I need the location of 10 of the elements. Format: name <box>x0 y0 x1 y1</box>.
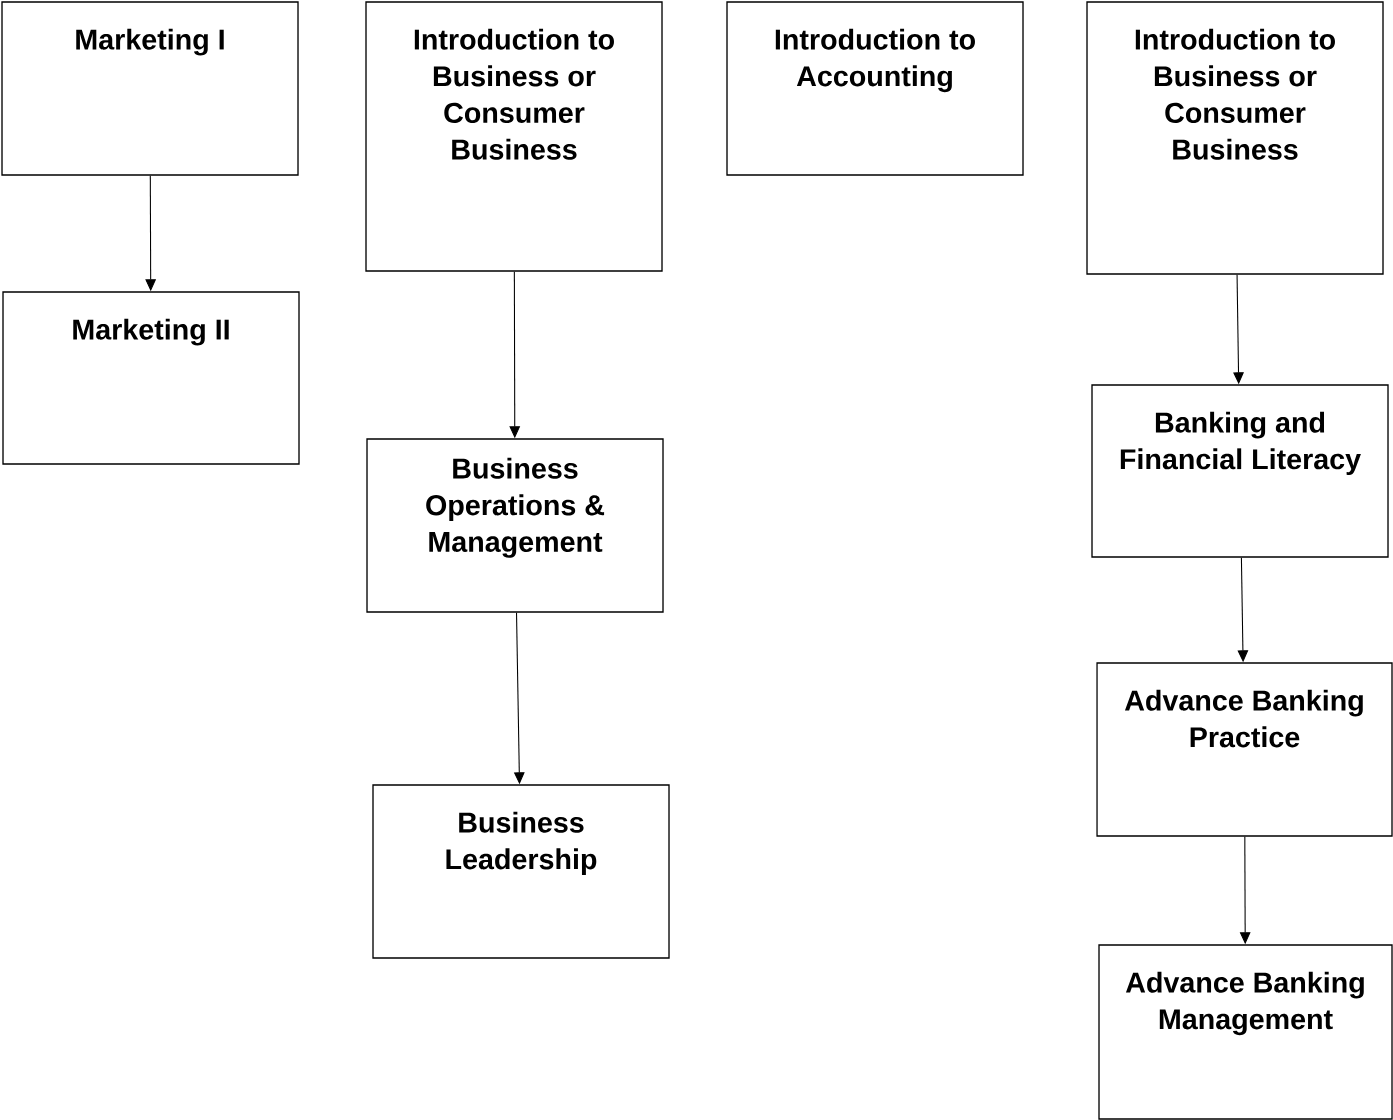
course-box: Advance Banking Management <box>1098 944 1393 1120</box>
course-box: Business Leadership <box>372 784 670 959</box>
course-box: Introduction to Business or Consumer Business <box>1086 1 1384 275</box>
course-box: Advance Banking Practice <box>1096 662 1393 837</box>
course-box: Marketing I <box>1 1 299 176</box>
course-box: Introduction to Business or Consumer Business <box>365 1 663 272</box>
course-box: Marketing II <box>2 291 300 465</box>
course-box: Business Operations & Management <box>366 438 664 613</box>
course-box: Banking and Financial Literacy <box>1091 384 1389 558</box>
course-box: Introduction to Accounting <box>726 1 1024 176</box>
